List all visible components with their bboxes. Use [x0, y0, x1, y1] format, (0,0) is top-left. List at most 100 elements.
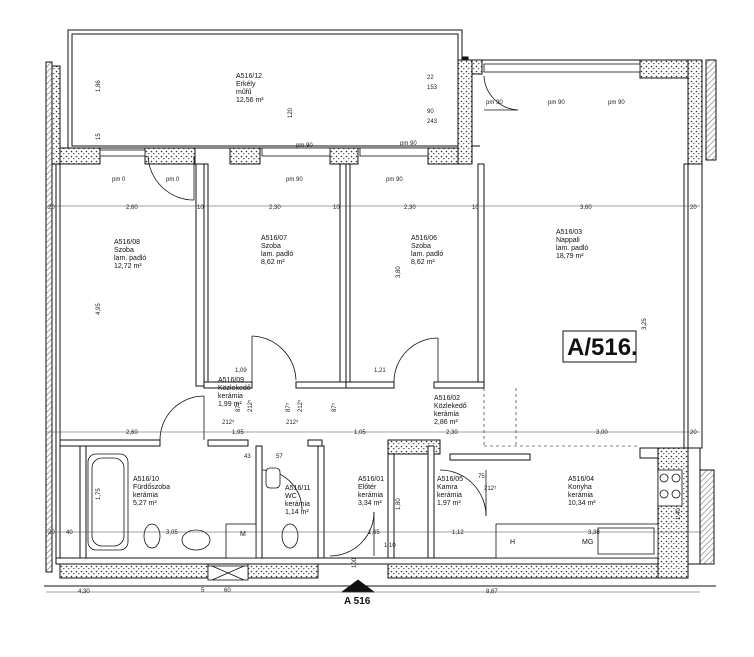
- room-name: Konyha: [568, 484, 592, 491]
- dimension-d15: 15: [96, 133, 102, 140]
- dimension-lines: [46, 205, 700, 593]
- dimension-d10b: 10: [333, 205, 340, 211]
- exterior-walls: [45, 59, 717, 573]
- room-id: A516/07: [261, 235, 287, 242]
- room-area: 8,62 m²: [411, 259, 435, 266]
- mark-pm0b: pm 0: [166, 177, 180, 183]
- dimension-d430: 4,30: [78, 589, 90, 595]
- room-area: 1,99 m²: [218, 401, 242, 408]
- dimension-d40: 40: [66, 530, 73, 536]
- room-id: A516/04: [568, 476, 594, 483]
- room-id: A516/12: [236, 73, 262, 80]
- mark-pm90a: pm 90: [286, 177, 303, 183]
- dimension-d867: 8,67: [486, 589, 498, 595]
- mark-v212e: 212⁵: [484, 485, 497, 492]
- mark-pm90b: pm 90: [386, 177, 403, 183]
- mark-v212b: 212⁵: [297, 399, 304, 412]
- room-name: Fürdőszoba: [133, 484, 170, 491]
- dashed-lines: [483, 388, 640, 448]
- fixtures: [87, 453, 683, 559]
- mark-pm90g: pm 90: [296, 143, 313, 149]
- room-name: Előtér: [358, 484, 377, 491]
- dimension-d180: 1,80: [396, 498, 402, 510]
- dimension-d105: 1,05: [354, 430, 366, 436]
- dimension-d22: 22: [427, 75, 434, 81]
- washing-machine: [225, 523, 257, 559]
- room-id: A516/06: [411, 235, 437, 242]
- dimension-d100: 100: [352, 557, 358, 568]
- room-name: Közlekedő: [218, 385, 251, 392]
- room-id: A516/10: [133, 476, 159, 483]
- room-area: 3,34 m²: [358, 500, 382, 507]
- dimension-d90: 90: [427, 109, 434, 115]
- room-name: Közlekedő: [434, 403, 467, 410]
- dimension-d20c: 20: [690, 430, 697, 436]
- room-area: 1,14 m²: [285, 509, 309, 516]
- dimension-d110: 1,10: [384, 543, 396, 549]
- room-name: Szoba: [411, 243, 431, 250]
- room-area: 2,86 m²: [434, 419, 458, 426]
- toilet-bath: [143, 523, 161, 549]
- dimension-d75: 75: [478, 474, 485, 480]
- mark-v87c: 87⁵: [331, 402, 338, 412]
- dimension-d20b: 20: [690, 205, 697, 211]
- room-finish: lam. padló: [114, 255, 146, 262]
- dimension-d230a: 2,30: [269, 205, 281, 211]
- room-id: A516/01: [358, 476, 384, 483]
- door-swings: [147, 75, 519, 557]
- interior-walls: [55, 163, 689, 565]
- dimension-d140: 1,40: [676, 508, 682, 520]
- room-finish: kerámia: [434, 411, 459, 418]
- mark-v212c: 212⁵: [286, 419, 299, 426]
- section-label: A 516: [344, 596, 371, 607]
- room-name: Szoba: [114, 247, 134, 254]
- room-id: A516/03: [556, 229, 582, 236]
- dimension-d338: 3,38: [588, 530, 600, 536]
- room-finish: lam. padló: [411, 251, 443, 258]
- dimension-d10c: 10: [472, 205, 479, 211]
- room-finish: kerámia: [285, 501, 310, 508]
- dimension-d495: 4,95: [96, 303, 102, 315]
- dimension-d120: 120: [288, 107, 294, 118]
- dimension-d300: 3,00: [596, 430, 608, 436]
- balcony: [67, 29, 700, 149]
- mark-pm90f: pm 90: [400, 141, 417, 147]
- room-area: 12,72 m²: [114, 263, 142, 270]
- room-finish: lam. padló: [261, 251, 293, 258]
- room-area: 5,27 m²: [133, 500, 157, 507]
- dimension-d43: 43: [244, 454, 251, 460]
- dimension-d165: 1,65: [368, 530, 380, 536]
- dimension-d10a: 10: [197, 205, 204, 211]
- mark-pm90c: pm 90: [486, 100, 503, 106]
- dimension-d57: 57: [276, 454, 283, 460]
- room-area: 1,97 m²: [437, 500, 461, 507]
- dimension-d360: 3,60: [580, 205, 592, 211]
- dimension-d109: 1,09: [235, 368, 247, 374]
- svg-text:A/516.: A/516.: [567, 334, 638, 361]
- room-name: Nappali: [556, 237, 580, 244]
- room-finish: kerámia: [133, 492, 158, 499]
- mark-pm90e: pm 90: [608, 100, 625, 106]
- room-name: WC: [285, 493, 297, 500]
- mark-m: M: [240, 531, 246, 538]
- dimension-d305: 3,05: [166, 530, 178, 536]
- dimension-d230c: 2,30: [446, 430, 458, 436]
- dimension-d195: 1,95: [232, 430, 244, 436]
- dimension-d121: 1,21: [374, 368, 386, 374]
- room-name: Szoba: [261, 243, 281, 250]
- mark-v212a: 212⁵: [247, 399, 254, 412]
- dimension-d260b: 2,60: [126, 430, 138, 436]
- room-name: Erkély: [236, 81, 256, 88]
- dimension-d20a: 20: [48, 205, 55, 211]
- dimension-d230b: 2,30: [404, 205, 416, 211]
- room-finish: kerámia: [358, 492, 383, 499]
- dimension-d20d: 20: [48, 530, 55, 536]
- room-id: A516/09: [218, 377, 244, 384]
- dimension-d153: 153: [427, 85, 438, 91]
- dimension-d325: 3,25: [642, 318, 648, 330]
- sink-bath: [181, 529, 211, 551]
- unit-label: A/516.: [562, 330, 638, 363]
- room-area: 10,34 m²: [568, 500, 596, 507]
- room-id: A516/08: [114, 239, 140, 246]
